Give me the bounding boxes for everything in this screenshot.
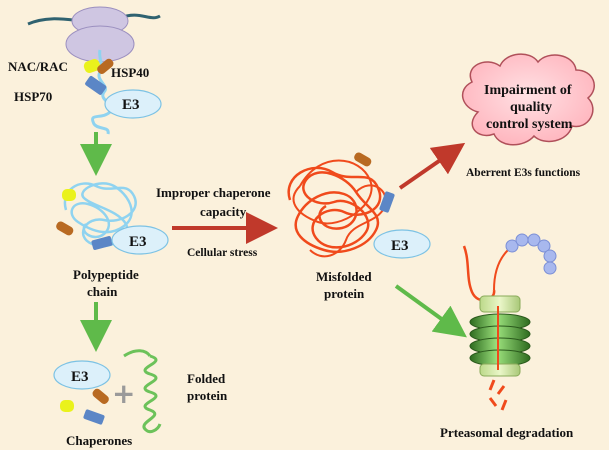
label-e3-misfolded: E3 (391, 238, 409, 254)
proteasome (462, 233, 557, 411)
label-aberrent: Aberrent E3s functions (466, 167, 581, 179)
proteasome-cap-bottom (479, 363, 521, 377)
e3-ligase-bottom (53, 360, 111, 390)
hsp70-polypeptide (91, 236, 113, 250)
arrow-to-impairment (398, 142, 466, 190)
ubiquitin-6 (543, 261, 557, 275)
proteasome-cap-top (479, 295, 521, 313)
ubiquitin-2 (515, 233, 529, 247)
label-hsp40: HSP40 (111, 65, 149, 80)
label-cellular-stress: Cellular stress (187, 247, 258, 259)
substrate-entering (462, 245, 496, 302)
label-improper-1: Improper chaperone (156, 185, 271, 200)
label-chaperones: Chaperones (66, 433, 132, 448)
peptide-fragment-4 (500, 399, 508, 411)
label-polypeptide-2: chain (87, 284, 118, 299)
label-e3-top: E3 (122, 97, 140, 113)
label-folded-2: protein (187, 388, 228, 403)
hsp70-protein (85, 75, 107, 95)
label-misfolded-2: protein (324, 286, 365, 301)
e3-ligase-top (104, 89, 162, 119)
label-e3-bottom: E3 (71, 369, 89, 385)
nac-rac-free (60, 400, 74, 412)
label-e3-polypeptide: E3 (129, 234, 147, 250)
ubiquitin-1 (505, 239, 519, 253)
ribosome (27, 6, 161, 73)
ubiquitin-3 (527, 233, 541, 247)
ubiquitin-4 (537, 239, 551, 253)
nac-rac-protein (83, 59, 101, 73)
e3-ligase-polypeptide (111, 225, 169, 255)
peptide-fragment-1 (488, 379, 496, 391)
hsp40-protein (97, 58, 114, 74)
label-impairment-2: quality (510, 100, 552, 115)
arrow-to-proteasome (394, 284, 467, 338)
hsp40-polypeptide (56, 221, 74, 236)
nac-rac-polypeptide (62, 189, 76, 201)
label-proteasomal: Prteasomal degradation (440, 425, 574, 440)
label-impairment-1: Impairment of (484, 83, 572, 98)
label-impairment-3: control system (486, 117, 573, 132)
hsp40-misfolded (354, 152, 372, 167)
e3-ligase-misfolded (373, 229, 431, 259)
peptide-fragment-2 (496, 385, 506, 395)
plus-sign: + (112, 377, 135, 410)
label-misfolded-1: Misfolded (316, 269, 372, 284)
polypeptide-chain (56, 182, 169, 255)
hsp40-free (92, 388, 109, 404)
peptide-fragment-3 (488, 397, 498, 407)
hsp70-misfolded (379, 191, 395, 213)
misfolded-protein (287, 152, 431, 259)
label-hsp70: HSP70 (14, 89, 52, 104)
folded-protein-helix (123, 349, 162, 434)
label-polypeptide-1: Polypeptide (73, 267, 139, 282)
label-nac-rac: NAC/RAC (8, 59, 68, 74)
hsp70-free (83, 409, 105, 425)
label-improper-2: capacity (200, 204, 247, 219)
impairment-cloud (461, 53, 595, 146)
label-folded-1: Folded (187, 371, 226, 386)
ubiquitin-5 (543, 249, 557, 263)
